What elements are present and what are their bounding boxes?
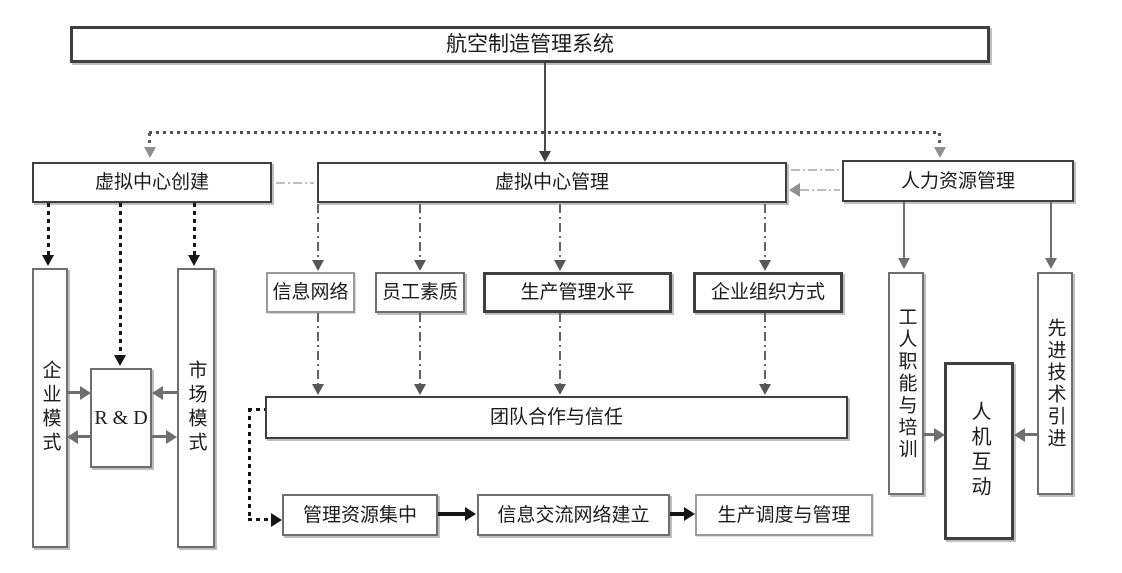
node-rd-label: R & D	[94, 407, 148, 429]
node-production-scheduling-management-label: 生产调度与管理	[717, 504, 851, 526]
connector-teamwork-elbow-vertical	[248, 408, 251, 520]
node-management-resource-concentration-label: 管理资源集中	[302, 504, 417, 526]
node-market-mode: 市场模式	[177, 268, 215, 548]
arrowhead-rd-to-market	[166, 430, 177, 444]
node-enterprise-organization-mode: 企业组织方式	[693, 272, 843, 313]
connector-manage-hr-dashdot-upper	[791, 169, 839, 171]
arrowhead-org-mode-to-teamwork	[759, 384, 771, 395]
node-information-network: 信息网络	[266, 272, 355, 313]
connector-info-network-to-teamwork	[317, 313, 319, 384]
connector-advanced-tech-to-hmi	[1024, 433, 1037, 436]
connector-root-to-manage	[544, 63, 546, 152]
connector-create-to-enterprise	[47, 203, 50, 255]
arrowhead-manage-to-info-network	[312, 260, 324, 271]
arrowhead-market-to-rd	[152, 386, 163, 400]
connector-teamwork-elbow-bottom	[248, 518, 272, 521]
connector-exchange-to-scheduling	[670, 512, 685, 516]
node-production-management-level-label: 生产管理水平	[520, 282, 635, 303]
node-advanced-technology-introduction: 先进技术引进	[1037, 272, 1073, 495]
connector-staff-quality-to-teamwork	[419, 313, 421, 384]
node-virtual-center-management-label: 虚拟中心管理	[494, 172, 609, 193]
node-virtual-center-creation: 虚拟中心创建	[32, 162, 272, 203]
arrowhead-rd-to-enterprise	[67, 430, 78, 444]
connector-worker-training-to-hmi	[924, 433, 936, 436]
node-information-exchange-network: 信息交流网络建立	[477, 494, 670, 536]
arrowhead-manage-to-production-level	[554, 260, 566, 271]
connector-enterprise-to-rd	[67, 391, 81, 394]
node-staff-quality: 员工素质	[375, 272, 465, 313]
connector-manage-to-info-network	[317, 204, 319, 260]
arrowhead-enterprise-to-rd	[80, 386, 91, 400]
arrowhead-rail-to-create	[144, 147, 156, 158]
node-virtual-center-management: 虚拟中心管理	[317, 162, 787, 203]
connector-hr-to-worker-training	[903, 202, 905, 258]
node-worker-function-training-label: 工人职能与培训	[895, 306, 917, 461]
arrowhead-info-network-to-teamwork	[312, 384, 324, 395]
node-advanced-technology-introduction-label: 先进技术引进	[1044, 317, 1066, 450]
connector-create-manage-dashdot	[276, 182, 314, 184]
arrowhead-advanced-tech-to-hmi	[1014, 428, 1025, 442]
arrowhead-root-to-manage	[539, 151, 551, 162]
arrowhead-hr-to-worker-training	[898, 258, 910, 269]
node-management-resource-concentration: 管理资源集中	[282, 494, 438, 536]
arrowhead-teamwork-to-resource	[271, 513, 282, 527]
arrowhead-manage-to-staff-quality	[414, 260, 426, 271]
arrowhead-hr-to-manage	[789, 183, 800, 197]
connector-resource-to-exchange	[438, 512, 466, 516]
node-enterprise-organization-mode-label: 企业组织方式	[710, 282, 825, 303]
node-human-machine-interaction: 人机互动	[944, 362, 1014, 540]
connector-production-level-to-teamwork	[559, 313, 561, 384]
node-production-management-level: 生产管理水平	[483, 272, 672, 313]
node-production-scheduling-management: 生产调度与管理	[695, 494, 873, 536]
connector-rd-to-enterprise	[77, 435, 90, 438]
connector-rd-to-market	[152, 435, 167, 438]
connector-manage-to-org-mode	[764, 204, 766, 260]
connector-dotted-rail	[149, 131, 940, 134]
connector-manage-to-staff-quality	[419, 204, 421, 260]
node-teamwork-trust-label: 团队合作与信任	[489, 407, 623, 428]
connector-hr-manage-dashdot-lower	[800, 189, 840, 191]
arrowhead-rail-to-hr	[934, 147, 946, 158]
connector-rail-to-create	[148, 133, 151, 147]
connector-teamwork-elbow-top	[248, 408, 265, 411]
node-virtual-center-creation-label: 虚拟中心创建	[94, 172, 209, 193]
arrowhead-staff-quality-to-teamwork	[414, 384, 426, 395]
connector-market-to-rd	[162, 391, 177, 394]
arrowhead-worker-training-to-hmi	[934, 428, 945, 442]
node-human-resource-management-label: 人力资源管理	[900, 170, 1015, 192]
node-information-network-label: 信息网络	[272, 282, 349, 303]
connector-hr-to-advanced-tech	[1050, 202, 1052, 258]
arrowhead-manage-to-org-mode	[759, 260, 771, 271]
arrowhead-hr-to-advanced-tech	[1045, 258, 1057, 269]
connector-manage-to-production-level	[559, 204, 561, 260]
connector-create-to-rd	[119, 203, 122, 355]
node-rd: R & D	[90, 368, 152, 468]
arrowhead-create-to-rd	[114, 355, 126, 366]
arrowhead-production-level-to-teamwork	[554, 384, 566, 395]
node-enterprise-mode-label: 企业模式	[39, 360, 61, 456]
node-staff-quality-label: 员工素质	[381, 282, 458, 303]
arrowhead-exchange-to-scheduling	[684, 507, 695, 521]
node-root: 航空制造管理系统	[70, 26, 990, 63]
arrowhead-resource-to-exchange	[465, 507, 476, 521]
node-root-label: 航空制造管理系统	[446, 32, 614, 56]
node-human-machine-interaction-label: 人机互动	[968, 401, 990, 501]
connector-rail-to-hr	[938, 133, 941, 147]
connector-org-mode-to-teamwork	[764, 313, 766, 384]
node-enterprise-mode: 企业模式	[32, 268, 68, 548]
arrowhead-create-to-market	[188, 255, 200, 266]
node-teamwork-trust: 团队合作与信任	[265, 396, 848, 439]
connector-create-to-market	[193, 203, 196, 255]
node-worker-function-training: 工人职能与培训	[888, 272, 924, 495]
node-information-exchange-network-label: 信息交流网络建立	[497, 504, 650, 526]
node-market-mode-label: 市场模式	[185, 360, 207, 456]
node-human-resource-management: 人力资源管理	[842, 160, 1074, 202]
arrowhead-create-to-enterprise	[42, 255, 54, 266]
